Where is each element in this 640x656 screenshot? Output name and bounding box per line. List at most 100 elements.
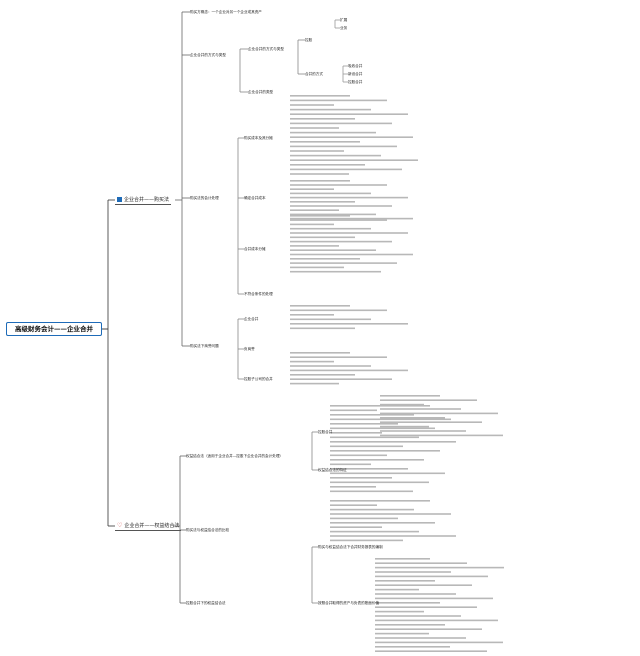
leaf-text-line (290, 141, 360, 143)
leaf-text-line (290, 184, 387, 186)
node-business[interactable]: 业务 (340, 26, 348, 30)
heart-icon: ♡ (117, 522, 123, 529)
leaf-text-line (290, 192, 371, 195)
root-node[interactable]: 高级财务会计——企业合并 (6, 322, 102, 336)
leaf-text-line (290, 253, 413, 256)
leaf-text-line (290, 104, 334, 106)
leaf-text-line (375, 566, 504, 569)
node-consolidated-goodwill[interactable]: 控股子公司的合并 (244, 377, 273, 381)
leaf-text-line (290, 360, 334, 363)
leaf-text-line (375, 575, 488, 578)
node-cost-allocation[interactable]: 购买成本及其分摊 (244, 136, 273, 140)
leaf-text-line (375, 632, 429, 635)
leaf-text-line (290, 136, 413, 138)
node-expand[interactable]: 扩展 (340, 18, 348, 22)
leaf-text-line (290, 270, 381, 273)
leaf-text-line (330, 409, 377, 412)
branch-purchase-method[interactable]: 企业合并——购买法 (115, 196, 172, 205)
leaf-text-line (375, 624, 445, 626)
branch-pooling-method[interactable]: ♡企业合并——权益结合法 (115, 522, 182, 531)
leaf-text-line (380, 412, 498, 415)
leaf-text-line (380, 417, 445, 419)
leaf-text-line (375, 593, 456, 595)
leaf-text-line (330, 526, 382, 528)
leaf-text-line (375, 610, 424, 613)
leaf-text-line (290, 365, 371, 367)
leaf-text-line (375, 588, 419, 591)
leaf-text-line (290, 318, 371, 321)
leaf-text-line (290, 99, 387, 102)
leaf-text-line (330, 486, 376, 488)
node-holding-b[interactable]: 控股合并 (318, 430, 333, 434)
node-absorption[interactable]: 吸收合并 (348, 64, 363, 68)
leaf-text-line (290, 215, 350, 217)
leaf-text-line (375, 641, 503, 644)
leaf-text-line (290, 305, 350, 307)
node-goodwill[interactable]: 购买法下商誉问题 (190, 344, 219, 348)
node-holding[interactable]: 控股合并 (348, 80, 363, 84)
leaf-text-line (290, 232, 408, 234)
leaf-text-line (290, 223, 334, 226)
leaf-text-line (290, 168, 402, 171)
leaf-text-line (330, 414, 414, 416)
node-combination-kinds[interactable]: 企业合并的类型 (248, 90, 274, 94)
node-negative-goodwill[interactable]: 负商誉 (244, 347, 255, 351)
leaf-text-line (375, 628, 482, 630)
node-accounting-treatment[interactable]: 购买法的会计处理 (190, 196, 219, 200)
leaf-text-line (330, 477, 392, 479)
leaf-text-line (290, 378, 392, 380)
node-pooling-applicable[interactable]: 权益结合法（适用于企业合并—控股下企业合并的会计处理） (186, 454, 284, 458)
leaf-text-line (380, 425, 429, 428)
leaf-text-line (290, 108, 371, 111)
leaf-text-line (375, 602, 440, 604)
leaf-text-line (330, 427, 435, 430)
leaf-text-line (290, 262, 397, 264)
leaf-text-line (330, 513, 451, 515)
leaf-text-line (330, 472, 445, 475)
node-methods-types[interactable]: 企业合并的方式与类型 (248, 47, 284, 51)
leaf-text-line (375, 597, 493, 600)
node-acquirer-concept[interactable]: 购买方概念：一个企业对另一个企业或其资产 (190, 10, 262, 14)
leaf-text-line (290, 180, 350, 182)
leaf-text-line (290, 173, 349, 175)
leaf-text-line (330, 508, 414, 511)
leaf-text-line (375, 584, 472, 586)
node-combination-ways[interactable]: 合并的方式 (305, 72, 323, 76)
leaf-text-line (290, 249, 376, 251)
leaf-text-line (290, 164, 365, 166)
leaf-text-line (375, 606, 477, 608)
leaf-text-line (290, 323, 408, 325)
node-new-merger[interactable]: 新设合并 (348, 72, 363, 76)
leaf-text-line (330, 459, 424, 461)
leaf-text-line (290, 150, 344, 152)
node-features[interactable]: 权益结合法的特征 (318, 468, 347, 472)
leaf-text-line (290, 145, 397, 148)
node-comparison[interactable]: 购买法与权益结合法的比较 (186, 528, 230, 532)
node-combination[interactable]: 企业合并 (244, 317, 259, 321)
node-statements[interactable]: 购买与权益结合法下合并财务报表的编制 (318, 545, 383, 549)
leaf-text-line (290, 205, 392, 207)
leaf-text-line (380, 395, 440, 397)
leaf-text-line (290, 352, 350, 354)
leaf-text-line (290, 219, 387, 221)
leaf-text-line (290, 240, 392, 243)
node-holding-pooling[interactable]: 控股合并下的权益结合法 (186, 601, 226, 605)
node-nonqualifying[interactable]: 不符合条件的处理 (244, 292, 273, 296)
node-determine-cost[interactable]: 确定合并成本 (244, 196, 266, 200)
leaf-text-line (375, 650, 487, 652)
leaf-text-line (290, 95, 350, 97)
leaf-text-line (290, 118, 355, 120)
leaf-text-line (290, 201, 355, 203)
leaf-text-line (330, 517, 398, 520)
leaf-text-line (330, 441, 456, 443)
leaf-text-line (290, 327, 355, 330)
node-combination-types[interactable]: 企业合并的方式与类型 (190, 53, 226, 57)
node-cost-apportion[interactable]: 合并成本分摊 (244, 247, 266, 251)
node-control[interactable]: 控股 (305, 38, 313, 42)
leaf-text-line (330, 481, 429, 484)
node-book-value[interactable]: 按照合并取得的资产与负债的账面价值 (318, 601, 380, 605)
leaf-text-line (330, 530, 419, 533)
leaf-text-line (330, 535, 456, 537)
leaf-text-line (330, 463, 371, 466)
leaf-text-line (375, 619, 498, 622)
